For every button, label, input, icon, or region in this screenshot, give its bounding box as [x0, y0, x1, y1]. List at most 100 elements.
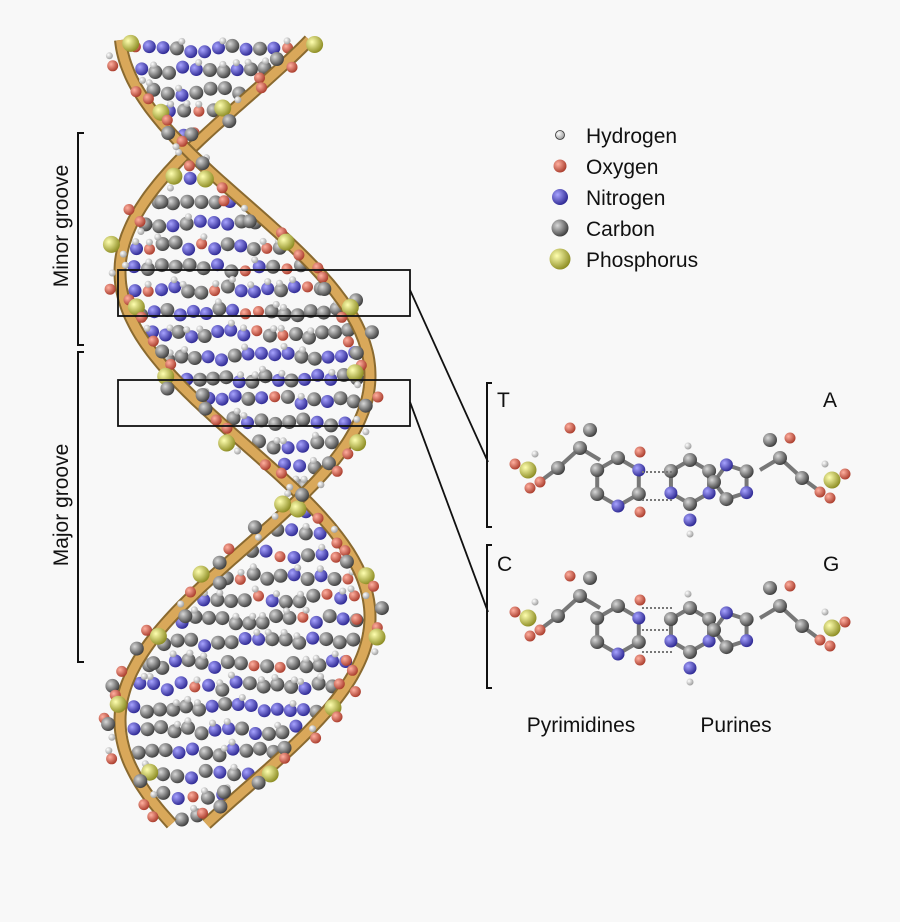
- atom: [218, 434, 236, 452]
- atom: [354, 381, 362, 389]
- atom: [294, 396, 308, 410]
- atom: [814, 634, 826, 646]
- atom: [216, 64, 231, 79]
- atom: [168, 235, 183, 250]
- atom: [349, 346, 364, 360]
- atom: [168, 280, 182, 294]
- atom: [184, 45, 198, 59]
- atom: [142, 93, 154, 105]
- atom: [280, 628, 288, 636]
- atom: [193, 676, 201, 684]
- atom: [188, 609, 203, 624]
- atom: [104, 283, 116, 295]
- atom: [138, 799, 150, 811]
- atom: [193, 105, 205, 117]
- atom: [321, 350, 335, 364]
- atom: [255, 615, 270, 630]
- atom: [289, 327, 303, 341]
- atom: [341, 298, 359, 316]
- atom: [509, 458, 521, 470]
- atom: [287, 280, 301, 294]
- atom: [220, 237, 235, 252]
- atom: [707, 475, 721, 489]
- legend: Hydrogen Oxygen Nitrogen Carbon Phosphor…: [549, 125, 698, 272]
- atom: [241, 204, 248, 212]
- atom: [260, 571, 275, 586]
- atom: [183, 326, 191, 334]
- atom: [611, 647, 625, 661]
- atom: [209, 285, 221, 297]
- atom: [201, 610, 216, 625]
- atom: [167, 100, 175, 108]
- atom: [168, 259, 183, 274]
- atom: [168, 654, 182, 668]
- atom: [259, 612, 266, 619]
- atom: [297, 611, 309, 623]
- atom: [823, 619, 841, 637]
- atom: [119, 250, 127, 258]
- atom: [171, 324, 186, 339]
- atom: [309, 725, 317, 733]
- atom: [256, 679, 271, 694]
- atom: [147, 335, 159, 347]
- atom: [190, 804, 198, 812]
- atom: [177, 600, 185, 608]
- atom: [102, 235, 120, 253]
- atom: [251, 325, 263, 337]
- atom: [702, 464, 717, 478]
- atom: [312, 658, 327, 673]
- atom: [183, 100, 191, 107]
- atom: [224, 594, 238, 608]
- atom: [228, 738, 236, 746]
- atom: [180, 194, 195, 209]
- atom: [238, 632, 252, 645]
- atom: [286, 61, 298, 73]
- atom: [184, 213, 192, 221]
- atom: [132, 238, 140, 246]
- atom: [186, 649, 194, 657]
- atom: [240, 308, 251, 320]
- atom: [254, 413, 269, 428]
- atom: [189, 85, 204, 100]
- atom: [551, 609, 565, 623]
- atom: [140, 262, 155, 276]
- atom: [324, 435, 339, 450]
- atom: [349, 686, 361, 698]
- atom: [307, 327, 315, 335]
- atom: [739, 464, 754, 479]
- atom: [631, 487, 646, 501]
- atom: [147, 305, 161, 319]
- atom: [247, 281, 255, 289]
- atom: [238, 694, 246, 701]
- atom: [227, 671, 235, 679]
- atom: [256, 82, 267, 94]
- connector-line-1: [409, 289, 489, 463]
- atom: [784, 580, 796, 592]
- minor-groove-label: Minor groove: [50, 165, 73, 288]
- atom: [664, 634, 678, 648]
- atom: [152, 702, 167, 717]
- atom: [634, 654, 646, 666]
- atom: [348, 590, 360, 602]
- atom: [211, 258, 224, 272]
- atom: [214, 298, 222, 306]
- atom: [280, 303, 287, 311]
- atom: [273, 568, 288, 583]
- atom: [135, 62, 149, 76]
- atom: [197, 807, 208, 819]
- atom: [274, 551, 286, 563]
- atom: [147, 677, 161, 690]
- atom: [237, 371, 245, 379]
- atom: [282, 610, 297, 625]
- atom: [101, 717, 116, 731]
- atom: [248, 727, 262, 740]
- atom: [130, 86, 142, 98]
- atom: [310, 435, 325, 450]
- atom: [261, 765, 279, 783]
- atom: [283, 607, 290, 615]
- atom: [311, 676, 326, 691]
- atom: [519, 461, 537, 479]
- atom: [147, 811, 159, 823]
- atom: [184, 632, 199, 647]
- atom: [573, 589, 587, 603]
